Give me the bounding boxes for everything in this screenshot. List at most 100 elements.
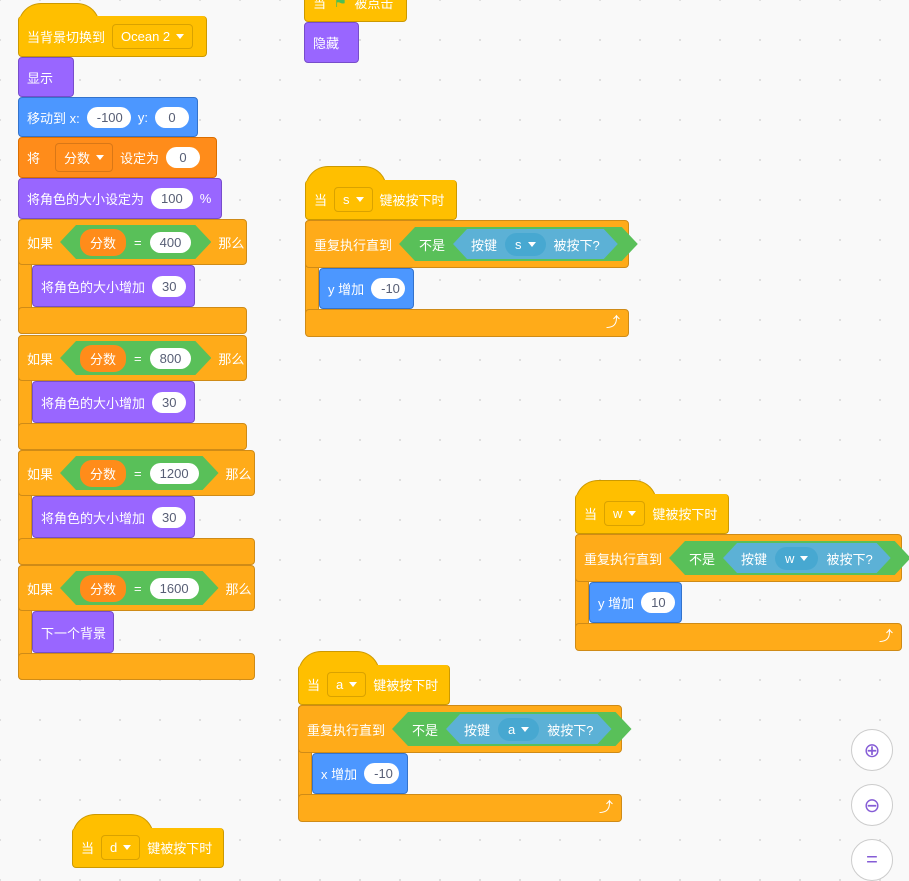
key-pressed-predicate[interactable]: 按键 s 被按下? [453, 229, 618, 259]
repeat-block-bottom: ⤴ [298, 794, 622, 822]
change-position-block[interactable]: x 增加-10 [312, 753, 408, 794]
value-input[interactable]: 1200 [150, 463, 199, 484]
equals-predicate[interactable]: 分数=400 [60, 225, 211, 259]
block-label: 键被按下时 [147, 841, 213, 856]
dropdown-value: w [785, 550, 795, 566]
key-pressed-predicate[interactable]: 按键 w 被按下? [723, 543, 891, 573]
zoom-out-button[interactable]: ⊖ [851, 784, 893, 826]
block-label: 显示 [27, 70, 54, 86]
repeat-block-bottom: ⤴ [305, 309, 629, 337]
value-input[interactable]: -10 [364, 763, 399, 784]
block-label: 重复执行直到 [314, 237, 393, 253]
if-then-block[interactable]: 如果 分数=1600 那么 [18, 565, 255, 611]
repeat-until-block[interactable]: 重复执行直到 不是 按键 w 被按下? [575, 534, 902, 582]
block-label: 将角色的大小增加 [41, 395, 146, 411]
repeat-until-block[interactable]: 重复执行直到 不是 按键 s 被按下? [305, 220, 629, 268]
block-label: 那么 [225, 581, 252, 597]
key-dropdown[interactable]: w [604, 501, 646, 526]
when-key-pressed-block[interactable]: 当 s 键被按下时 [305, 180, 457, 220]
block-label: 被按下? [553, 237, 600, 253]
value-input[interactable]: 0 [166, 147, 201, 168]
chevron-down-icon [628, 511, 637, 516]
variable-reporter[interactable]: 分数 [80, 345, 126, 372]
key-dropdown[interactable]: s [505, 233, 546, 256]
value-input[interactable]: 10 [641, 592, 676, 613]
repeat-until-block[interactable]: 重复执行直到 不是 按键 a 被按下? [298, 705, 622, 753]
value-input[interactable]: 30 [152, 506, 187, 528]
block-label: 将角色的大小增加 [41, 279, 146, 295]
if-block-bottom [18, 423, 247, 450]
go-to-xy-block[interactable]: 移动到 x:-100 y:0 [18, 97, 198, 137]
operator: = [134, 350, 142, 366]
not-predicate[interactable]: 不是 按键 s 被按下? [399, 227, 638, 261]
set-variable-block[interactable]: 将 分数 设定为 0 [18, 137, 217, 178]
dropdown-value: s [343, 192, 350, 207]
block-label: 当 [313, 0, 327, 11]
block-label: 下一个背景 [41, 625, 107, 641]
block-label: 那么 [225, 466, 252, 482]
value-input[interactable]: 800 [150, 348, 192, 369]
when-flag-clicked-block[interactable]: 当 ⚑ 被点击 [304, 0, 407, 22]
if-block-bottom [18, 307, 247, 334]
when-key-pressed-block[interactable]: 当 d 键被按下时 [72, 828, 224, 868]
not-predicate[interactable]: 不是 按键 w 被按下? [669, 541, 909, 575]
when-key-pressed-block[interactable]: 当 a 键被按下时 [298, 665, 450, 705]
block-label: 将 [27, 151, 41, 166]
variable-reporter[interactable]: 分数 [80, 575, 126, 602]
variable-reporter[interactable]: 分数 [80, 229, 126, 256]
block-label: 被点击 [354, 0, 394, 11]
not-predicate[interactable]: 不是 按键 a 被按下? [392, 712, 632, 746]
backdrop-dropdown[interactable]: Ocean 2 [112, 23, 194, 49]
value-input[interactable]: -10 [371, 278, 406, 299]
change-size-block[interactable]: 将角色的大小增加 30 [32, 381, 195, 423]
zoom-in-button[interactable]: ⊕ [851, 729, 893, 771]
x-input[interactable]: -100 [86, 106, 131, 128]
if-then-block[interactable]: 如果 分数=1200 那么 [18, 450, 255, 496]
value-input[interactable]: 30 [152, 275, 187, 297]
when-backdrop-switches-block[interactable]: 当背景切换到 Ocean 2 [18, 16, 207, 57]
if-then-block[interactable]: 如果 分数=400 那么 [18, 219, 247, 265]
change-position-block[interactable]: y 增加 -10 [319, 268, 414, 309]
key-dropdown[interactable]: a [498, 718, 539, 741]
change-size-block[interactable]: 将角色的大小增加 30 [32, 496, 195, 538]
value-input[interactable]: 30 [152, 391, 187, 413]
block-label: 重复执行直到 [584, 551, 663, 567]
size-input[interactable]: 100 [151, 188, 193, 209]
block-label: 当 [314, 193, 328, 208]
next-backdrop-block[interactable]: 下一个背景 [32, 611, 114, 653]
block-label: 将角色的大小设定为 [27, 192, 145, 207]
equals-predicate[interactable]: 分数=1600 [60, 571, 219, 605]
key-dropdown[interactable]: a [327, 672, 367, 697]
key-dropdown[interactable]: w [775, 547, 818, 570]
y-input[interactable]: 0 [155, 106, 189, 128]
key-dropdown[interactable]: d [101, 835, 141, 860]
block-label: % [199, 191, 212, 206]
block-label: y 增加 [328, 282, 365, 297]
change-size-block[interactable]: 将角色的大小增加 30 [32, 265, 195, 307]
block-label: 将角色的大小增加 [41, 510, 146, 526]
block-label: 当 [307, 678, 321, 693]
if-then-block[interactable]: 如果 分数=800 那么 [18, 335, 247, 381]
dropdown-value: a [508, 721, 516, 737]
key-pressed-predicate[interactable]: 按键 a 被按下? [446, 714, 611, 744]
value-input[interactable]: 400 [150, 232, 192, 253]
when-key-pressed-block[interactable]: 当 w 键被按下时 [575, 494, 729, 534]
chevron-down-icon [123, 845, 132, 850]
dropdown-value: Ocean 2 [121, 28, 171, 44]
show-block[interactable]: 显示 [18, 57, 74, 97]
chevron-down-icon [800, 556, 808, 561]
variable-reporter[interactable]: 分数 [80, 460, 126, 487]
equals-predicate[interactable]: 分数 = 800 [60, 341, 211, 375]
equals-predicate[interactable]: 分数=1200 [60, 456, 219, 490]
block-label: 隐藏 [313, 36, 340, 51]
hide-block[interactable]: 隐藏 [304, 22, 359, 63]
dropdown-value: s [515, 236, 522, 252]
block-label: 设定为 [120, 151, 160, 166]
zoom-out-icon: ⊖ [863, 794, 881, 817]
zoom-reset-button[interactable]: = [851, 839, 893, 881]
set-size-block[interactable]: 将角色的大小设定为 100% [18, 178, 222, 219]
value-input[interactable]: 1600 [150, 578, 199, 599]
key-dropdown[interactable]: s [334, 187, 373, 212]
variable-dropdown[interactable]: 分数 [55, 143, 114, 172]
